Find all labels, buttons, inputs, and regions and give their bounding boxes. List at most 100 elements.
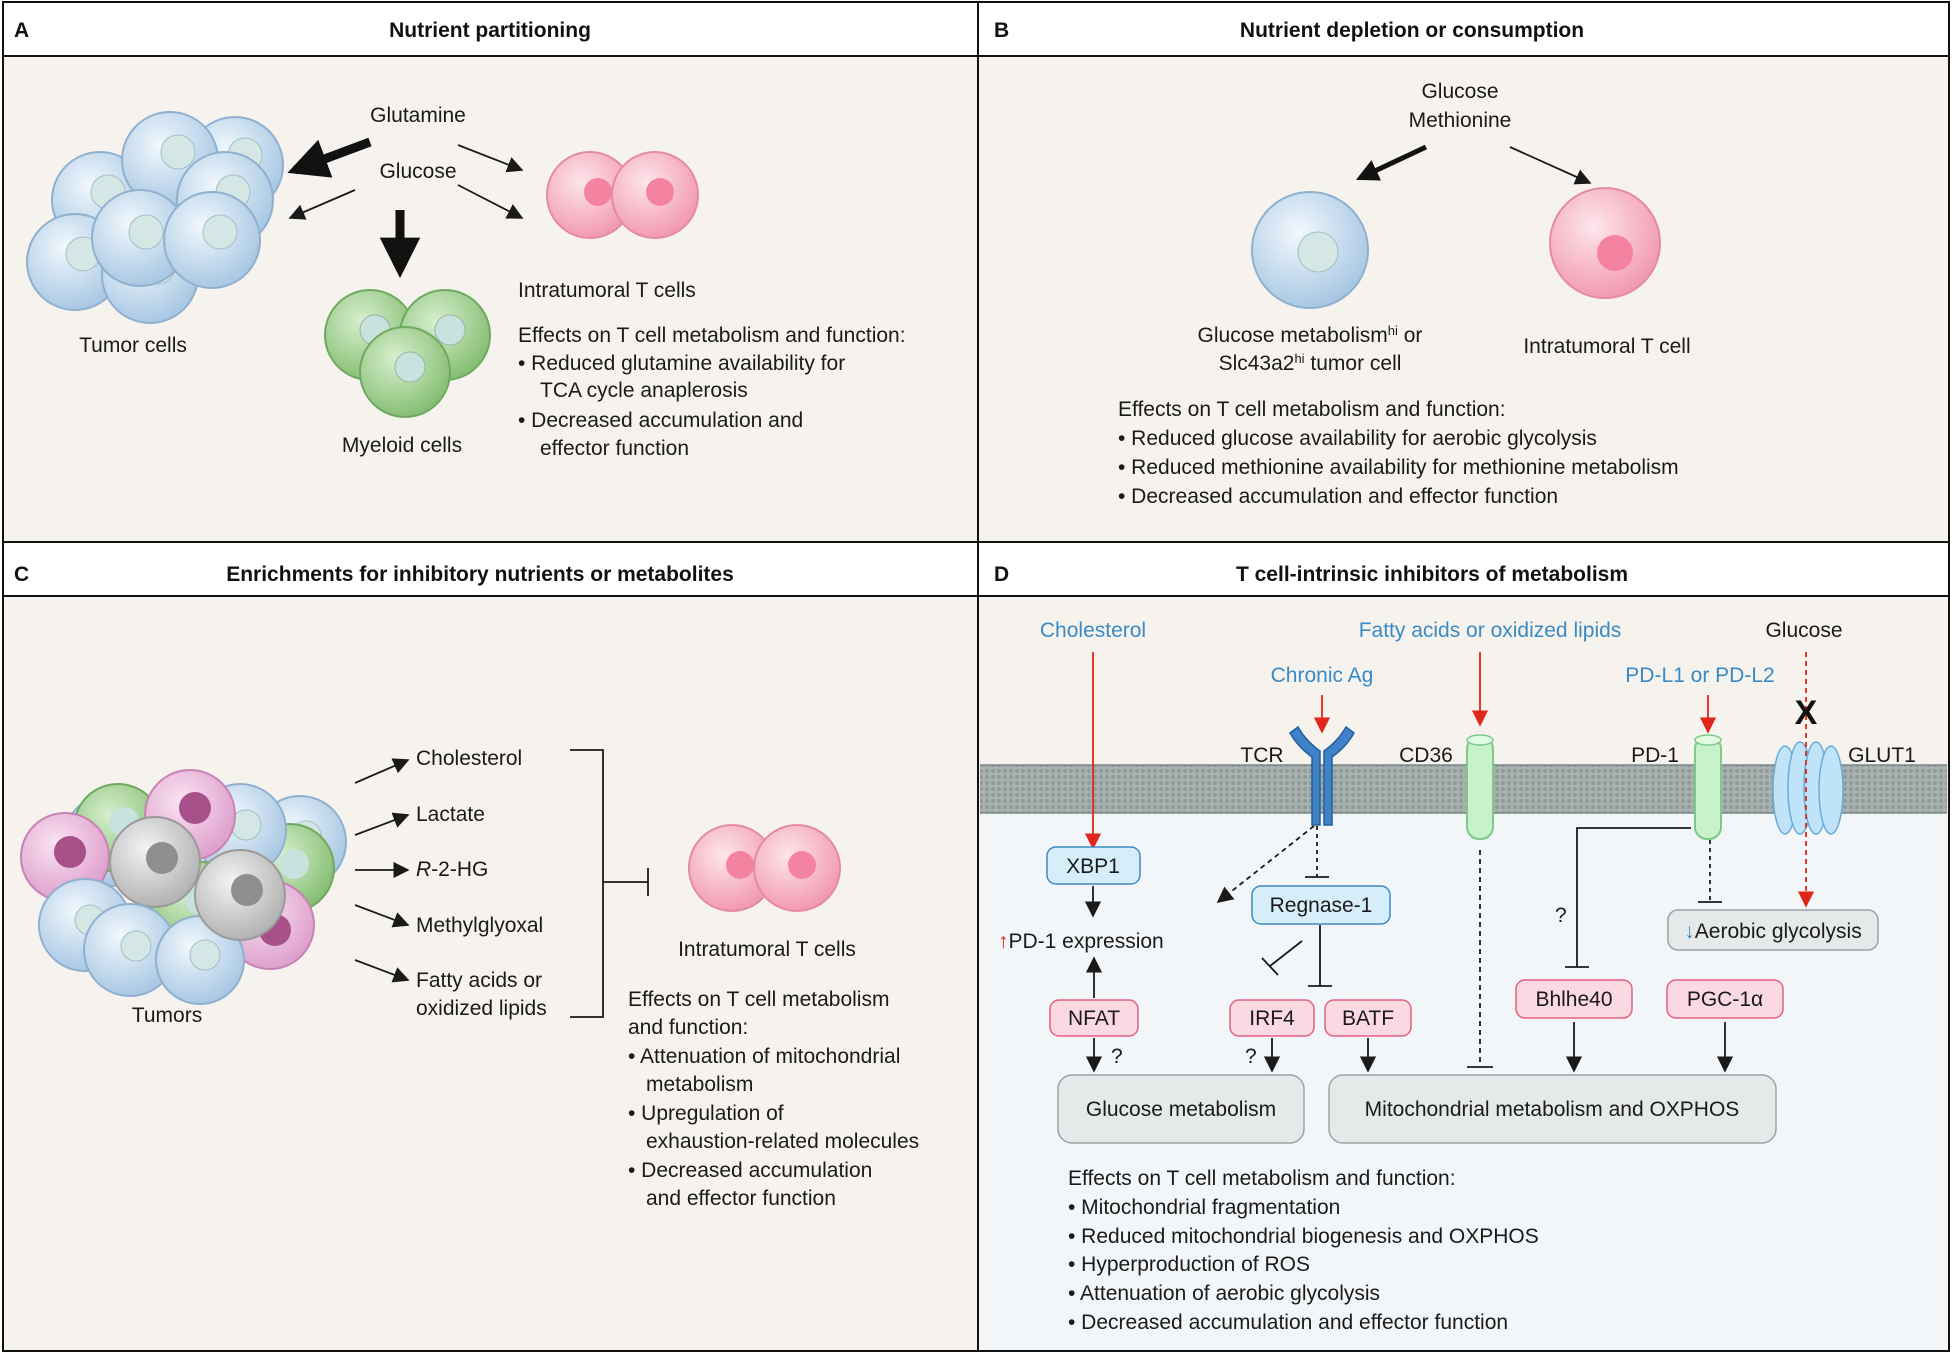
glucose-block-x: X xyxy=(1795,694,1818,732)
panel-c-letter: C xyxy=(14,563,29,586)
effect-d-4: • Attenuation of aerobic glycolysis xyxy=(1068,1282,1380,1305)
metabolite-cholesterol: Cholesterol xyxy=(416,747,522,770)
pgc-label: PGC-1α xyxy=(1687,988,1763,1011)
t-cells-label-a: Intratumoral T cells xyxy=(518,279,696,302)
aerobic-node: ↓Aerobic glycolysis xyxy=(1667,909,1879,951)
effect-b-1: • Reduced glucose availability for aerob… xyxy=(1118,427,1597,450)
cd36-label: CD36 xyxy=(1399,744,1453,767)
effect-a-1: • Reduced glutamine availability for xyxy=(518,352,845,375)
pgc-node: PGC-1α xyxy=(1666,979,1784,1019)
effect-d-2: • Reduced mitochondrial biogenesis and O… xyxy=(1068,1225,1539,1248)
t-cells-label-c: Intratumoral T cells xyxy=(678,938,856,961)
pd1-receptor xyxy=(1694,734,1722,840)
arrow-to-tumor xyxy=(1355,144,1428,181)
tcr-receptor xyxy=(1289,725,1355,826)
methionine-label-b: Methionine xyxy=(1409,109,1512,132)
glucose-label: Glucose xyxy=(379,160,456,183)
tumor-label-b-1: Glucose metabolismhi or xyxy=(1198,323,1423,348)
effect-d-5: • Decreased accumulation and effector fu… xyxy=(1068,1311,1508,1334)
batf-node: BATF xyxy=(1324,999,1412,1037)
tumor-label-b-2: Slc43a2hi tumor cell xyxy=(1219,351,1402,376)
effect-a-4: effector function xyxy=(540,437,689,460)
signal-pdl: PD-L1 or PD-L2 xyxy=(1625,664,1774,687)
grey-cell xyxy=(109,816,201,908)
effect-c-2: metabolism xyxy=(646,1073,753,1096)
tumor-mixed-cluster xyxy=(20,769,347,1005)
signal-cholesterol: Cholesterol xyxy=(1040,619,1146,642)
myeloid-cell xyxy=(359,326,451,418)
regnase-node: Regnase-1 xyxy=(1251,885,1391,925)
tumor-cell-b xyxy=(1251,191,1369,309)
batf-label: BATF xyxy=(1342,1007,1394,1030)
effect-b-2: • Reduced methionine availability for me… xyxy=(1118,456,1679,479)
glut1-label: GLUT1 xyxy=(1848,744,1916,767)
arrow-to-tcell xyxy=(1509,146,1592,185)
metabolite-r2hg: R-2-HG xyxy=(416,858,488,881)
xbp1-node: XBP1 xyxy=(1046,846,1141,885)
signal-arrows xyxy=(1084,652,1815,908)
pd1-label: PD-1 xyxy=(1631,744,1679,767)
t-cell-pair-c xyxy=(688,824,841,912)
t-cell-label-b: Intratumoral T cell xyxy=(1523,335,1690,358)
panel-a-letter: A xyxy=(14,19,29,42)
glucose-label-b: Glucose xyxy=(1421,80,1498,103)
question-mark-bhlhe40: ? xyxy=(1555,904,1567,927)
question-mark-irf4: ? xyxy=(1245,1045,1257,1068)
effect-d-1: • Mitochondrial fragmentation xyxy=(1068,1196,1340,1219)
panel-d-letter: D xyxy=(994,563,1009,586)
question-mark-nfat: ? xyxy=(1111,1045,1123,1068)
t-cell-b xyxy=(1549,187,1661,299)
signal-chronic-ag: Chronic Ag xyxy=(1271,664,1374,687)
grey-cell xyxy=(194,849,286,941)
effect-c-1: • Attenuation of mitochondrial xyxy=(628,1045,900,1068)
regnase-label: Regnase-1 xyxy=(1270,894,1373,917)
effect-c-6: and effector function xyxy=(646,1187,836,1210)
nfat-label: NFAT xyxy=(1068,1007,1120,1030)
effect-b-3: • Decreased accumulation and effector fu… xyxy=(1118,485,1558,508)
mito-label: Mitochondrial metabolism and OXPHOS xyxy=(1365,1098,1740,1121)
tumors-label: Tumors xyxy=(132,1004,202,1027)
effects-title-c-2: and function: xyxy=(628,1016,748,1039)
metabolite-fatty-2: oxidized lipids xyxy=(416,997,547,1020)
bhlhe40-label: Bhlhe40 xyxy=(1535,988,1612,1011)
glucose-metabolism-label: Glucose metabolism xyxy=(1086,1098,1276,1121)
panel-c-title: Enrichments for inhibitory nutrients or … xyxy=(226,563,734,586)
glut1-transporter xyxy=(1772,741,1844,835)
panel-a-title: Nutrient partitioning xyxy=(389,19,591,42)
effect-c-4: exhaustion-related molecules xyxy=(646,1130,919,1153)
pd1-expression: ↑PD-1 expression xyxy=(998,930,1164,953)
metabolite-lactate: Lactate xyxy=(416,803,485,826)
effects-title-a: Effects on T cell metabolism and functio… xyxy=(518,324,906,347)
effects-title-b: Effects on T cell metabolism and functio… xyxy=(1118,398,1506,421)
effect-c-3: • Upregulation of xyxy=(628,1102,784,1125)
tumor-cells-label: Tumor cells xyxy=(79,334,187,357)
panel-b-letter: B xyxy=(994,19,1009,42)
cd36-receptor xyxy=(1466,734,1494,840)
effects-title-c-1: Effects on T cell metabolism xyxy=(628,988,889,1011)
nfat-node: NFAT xyxy=(1049,999,1139,1037)
effects-title-d: Effects on T cell metabolism and functio… xyxy=(1068,1167,1456,1190)
metabolite-arrows xyxy=(354,758,410,983)
tcr-label: TCR xyxy=(1240,744,1283,767)
metabolite-fatty-1: Fatty acids or xyxy=(416,969,542,992)
effect-d-3: • Hyperproduction of ROS xyxy=(1068,1253,1310,1276)
tumor-cell-cluster xyxy=(26,111,284,324)
effect-c-5: • Decreased accumulation xyxy=(628,1159,872,1182)
panel-b: B Nutrient depletion or consumption Gluc… xyxy=(994,19,1691,508)
partition-arrows xyxy=(287,137,524,279)
aerobic-label: ↓Aerobic glycolysis xyxy=(1684,920,1861,943)
myeloid-cells-label: Myeloid cells xyxy=(342,434,462,457)
panel-a: A Nutrient partitioning Tumor cells Glut… xyxy=(14,19,906,460)
effect-a-3: • Decreased accumulation and xyxy=(518,409,803,432)
tumor-cell xyxy=(155,915,245,1005)
irf4-label: IRF4 xyxy=(1249,1007,1295,1030)
panel-d-title: T cell-intrinsic inhibitors of metabolis… xyxy=(1236,563,1628,586)
signal-glucose: Glucose xyxy=(1765,619,1842,642)
t-cell-pair xyxy=(546,151,699,239)
glucose-metabolism-node: Glucose metabolism xyxy=(1057,1074,1305,1144)
glutamine-label: Glutamine xyxy=(370,104,466,127)
metabolite-methylglyoxal: Methylglyoxal xyxy=(416,914,543,937)
pathway-connectors xyxy=(1084,825,1734,1073)
myeloid-cell-cluster xyxy=(324,289,491,418)
tumor-cell xyxy=(91,189,189,287)
